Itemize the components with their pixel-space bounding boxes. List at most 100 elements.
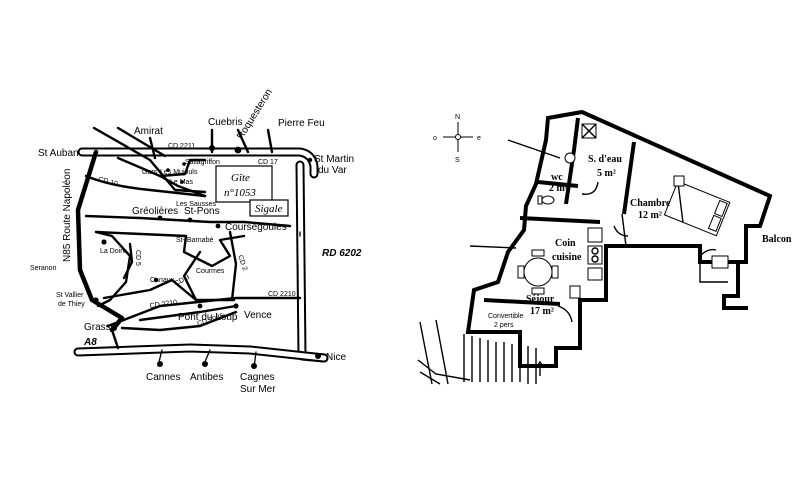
wall-edge-line — [469, 245, 517, 249]
road-st-barnabe — [182, 234, 246, 268]
label-cagnes-2: Sur Mer — [240, 384, 276, 395]
label-cd2211: CD 2211 — [168, 143, 195, 150]
sigale-label: Sigale — [255, 203, 283, 215]
staircase — [417, 319, 545, 385]
label-st-vallier-2: de Thiey — [58, 301, 85, 308]
road-pont-du-loup — [138, 304, 238, 322]
label-gars: Gars — [142, 169, 158, 176]
road-grasse-a8 — [110, 328, 120, 350]
door-chambre — [613, 225, 629, 237]
road-la-doire-top — [94, 230, 188, 238]
label-n85: N85 Route Napoléon — [62, 169, 73, 262]
label-st-martin-line2: du Var — [318, 165, 347, 176]
label-balcon: Balcon — [762, 234, 792, 245]
road-amirat — [148, 136, 157, 160]
door-sde — [581, 181, 599, 195]
label-coin: Coin — [555, 238, 576, 249]
dot-grasse — [111, 325, 117, 331]
label-les-mujouls: Les Mujouls — [160, 169, 198, 176]
label-antibes: Antibes — [190, 372, 223, 383]
label-st-auban: St Auban — [38, 148, 79, 159]
road-roquesteron — [236, 128, 250, 154]
label-cd10: CD 10 — [97, 176, 118, 188]
wall-sde-chambre — [622, 141, 636, 215]
door-balcony — [699, 248, 717, 257]
label-courmes: Courmes — [196, 268, 225, 275]
bedside-table — [673, 175, 685, 187]
label-cd2210-b: CD 2210 — [268, 291, 296, 298]
label-pont-du-loup: Pont du Loup — [178, 312, 238, 323]
label-nice: Nice — [326, 352, 346, 363]
balcony-chair — [711, 255, 729, 269]
label-st-pons: St-Pons — [184, 206, 220, 217]
compass: N S e o — [433, 114, 481, 164]
sigale-box — [249, 199, 289, 217]
gite-box — [215, 165, 273, 203]
road-cd2 — [228, 230, 238, 302]
compass-o: o — [433, 135, 437, 142]
compass-e: e — [477, 135, 481, 142]
label-salle-eau-area: 5 m² — [597, 168, 616, 179]
road-cd10 — [84, 174, 207, 198]
label-cuisine: cuisine — [552, 252, 582, 263]
gite-title: Gîte — [231, 172, 250, 184]
label-salle-eau: S. d'eau — [588, 154, 622, 165]
outer-wall — [465, 109, 773, 368]
label-grasse: Grasse — [84, 322, 117, 333]
dot-le-mas — [180, 180, 184, 184]
balcony-rail-2 — [699, 262, 728, 283]
chair-3 — [517, 265, 525, 279]
label-chambre: Chambre — [630, 198, 671, 209]
dot-cannes — [157, 361, 163, 367]
label-greolieres: Gréolières — [132, 206, 178, 217]
dot-nice — [315, 353, 321, 359]
wall-wc — [537, 180, 579, 188]
label-cannes: Cannes — [146, 372, 180, 383]
label-cd2210-a: CD 2210 — [149, 299, 177, 310]
wall-sejour-bottom — [483, 298, 561, 306]
label-st-martin: St Martin du Var — [314, 154, 357, 176]
toilet — [541, 195, 555, 205]
label-cd17: CD 17 — [258, 159, 278, 166]
sink — [564, 152, 576, 164]
label-rd6202: RD 6202 — [322, 248, 362, 259]
dot-la-doire — [101, 239, 107, 245]
gite-number: n°1053 — [224, 187, 256, 199]
label-sejour: Séjour — [526, 294, 555, 305]
label-coursegoules: Coursegoules — [225, 222, 287, 233]
dot-st-vallier — [93, 297, 99, 303]
compass-n: N — [455, 114, 460, 121]
kitchen-counter-1 — [587, 227, 603, 243]
compass-s: S — [455, 157, 460, 164]
dot-sallagriffon — [182, 162, 186, 166]
dot-pont-du-loup — [197, 303, 203, 309]
dot-cuebris — [209, 145, 215, 151]
chair-2 — [531, 287, 545, 295]
bed — [663, 180, 731, 237]
road-courmes — [182, 250, 202, 302]
label-st-vallier-1: St Vallier — [56, 292, 84, 299]
wall-kitchen — [519, 216, 601, 224]
dining-table — [523, 257, 553, 287]
road-map: Amirat Cuebris Roquesteron Pierre Feu St… — [30, 87, 362, 395]
dot-antibes — [202, 361, 208, 367]
label-la-doire: La Doire — [100, 248, 127, 255]
label-amirat: Amirat — [134, 126, 163, 137]
label-canaux: Canaux — [150, 277, 175, 284]
label-seranon: Seranon — [30, 265, 57, 272]
door-entry — [557, 305, 573, 323]
label-cuebris: Cuebris — [208, 117, 242, 128]
dot-gite — [234, 146, 242, 154]
chair-4 — [551, 265, 559, 279]
label-vence: Vence — [244, 310, 272, 321]
dot-les-mujouls — [166, 168, 170, 172]
label-cd5: CD 5 — [134, 250, 141, 266]
dot-vence — [233, 303, 239, 309]
label-wc: wc — [551, 172, 563, 183]
road-cd2210 — [106, 296, 302, 328]
dot-coursegoules — [215, 223, 221, 229]
label-a8: A8 — [83, 337, 97, 348]
label-les-sausses: Les Sausses — [176, 201, 217, 208]
roof-slope-line — [507, 139, 561, 159]
